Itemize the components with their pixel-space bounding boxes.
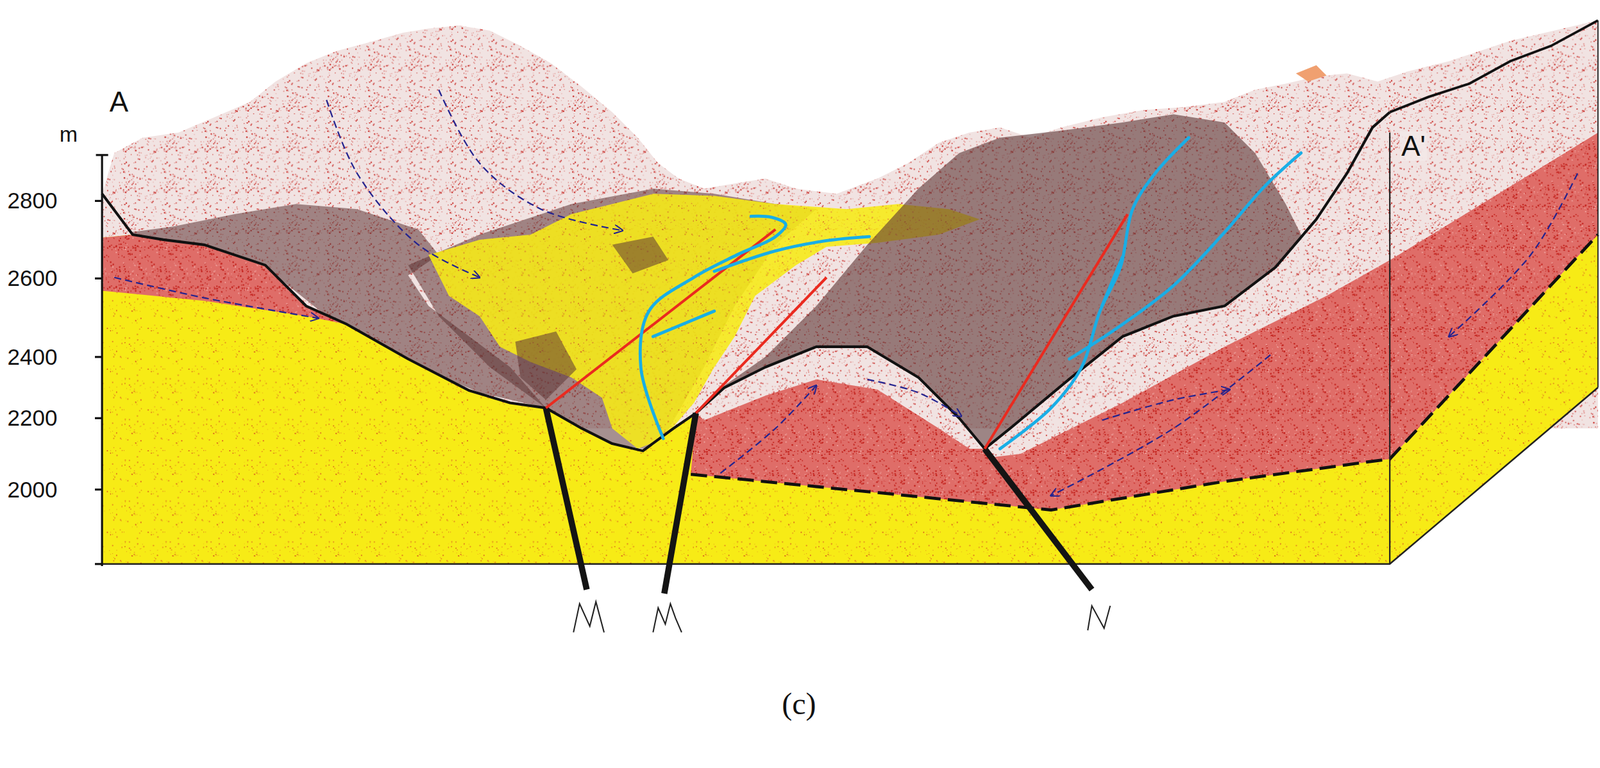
flow-arrow	[867, 379, 962, 417]
fault-trace	[664, 412, 696, 594]
stream	[714, 236, 870, 272]
fault-trace	[985, 448, 1093, 590]
fault-symbol	[652, 604, 682, 633]
light-unit	[1389, 20, 1599, 261]
outcrop-patch	[1296, 65, 1327, 82]
stream	[652, 311, 714, 337]
light-unit	[985, 112, 1391, 458]
block-edge	[1389, 132, 1391, 565]
axis-unit: m	[58, 123, 79, 147]
elevation-value: 2000	[6, 477, 59, 502]
stream	[999, 137, 1189, 449]
topographic-profile	[101, 112, 1390, 451]
figure-caption: (c)	[781, 688, 816, 721]
fault-line	[985, 214, 1129, 449]
flow-arrow	[1051, 355, 1271, 497]
stream	[1069, 153, 1302, 360]
flow-arrow	[1101, 389, 1230, 421]
flow-arrow	[438, 89, 623, 231]
fault-line	[695, 277, 827, 414]
fault-line	[545, 229, 776, 408]
section-end: A'	[1399, 130, 1427, 161]
elevation-value: 2200	[6, 406, 59, 431]
stream	[640, 216, 786, 439]
axis-tick	[94, 417, 102, 420]
axis-tick	[94, 200, 102, 203]
section-end: A	[108, 87, 130, 117]
flow-arrow	[114, 277, 319, 319]
axis-tick	[94, 488, 102, 491]
elevation-value: 2400	[6, 345, 59, 370]
fault-symbol	[573, 602, 605, 633]
block-edge	[101, 387, 1599, 565]
block-edge	[1597, 20, 1599, 388]
axis-tick	[96, 153, 109, 156]
red-unit	[101, 234, 347, 325]
fault-trace	[545, 407, 587, 590]
axis-tick	[94, 563, 102, 565]
red-unit	[690, 112, 1390, 510]
elevation-value: 2600	[6, 266, 59, 291]
yellow-unit	[101, 112, 1390, 565]
light-unit	[695, 346, 985, 449]
shaded-patch	[515, 331, 577, 401]
elevation-value: 2800	[6, 189, 59, 213]
topographic-profile	[1389, 20, 1599, 113]
contact-line	[690, 234, 1599, 511]
axis-tick	[94, 277, 102, 280]
flow-arrow	[326, 100, 480, 278]
axis-tick	[94, 355, 102, 358]
stream	[1101, 257, 1123, 306]
flow-arrow	[720, 385, 817, 474]
elevation-axis	[101, 155, 104, 567]
fault-symbol	[1087, 606, 1111, 631]
shaded-patch	[612, 236, 669, 274]
flow-arrow	[1449, 173, 1578, 337]
